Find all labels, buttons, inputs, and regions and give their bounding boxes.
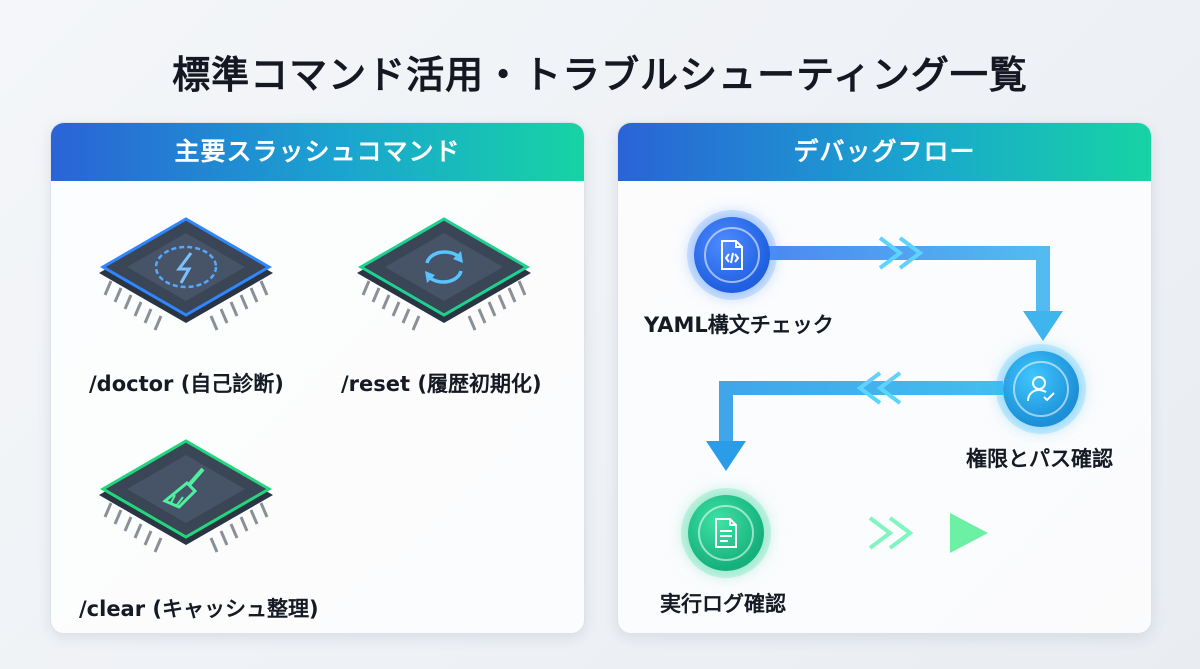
debug-flow-header: デバッグフロー: [618, 123, 1151, 181]
clear-command-label: /clear (キャッシュ整理): [79, 597, 319, 621]
doctor-chip-icon[interactable]: [91, 211, 281, 341]
flow-arrow-1: [768, 246, 1050, 313]
flow-arrows: [706, 236, 1063, 553]
page-title: 標準コマンド活用・トラブルシューティング一覧: [172, 53, 1028, 97]
yaml-check-node[interactable]: [694, 217, 770, 293]
permission-path-node[interactable]: [1003, 351, 1079, 427]
exec-log-label: 実行ログ確認: [660, 592, 786, 616]
yaml-check-label: YAML構文チェック: [644, 313, 834, 337]
user-check-icon: [1027, 376, 1055, 402]
permission-path-label: 権限とパス確認: [966, 447, 1113, 471]
debug-flow-panel: デバッグフロー: [617, 122, 1152, 634]
reset-chip-icon[interactable]: [349, 211, 539, 341]
slash-commands-panel: 主要スラッシュコマンド /doctor (自己診断) /reset (履歴初期化…: [50, 122, 585, 634]
document-icon: [715, 518, 737, 548]
clear-chip-icon[interactable]: [91, 433, 281, 563]
flow-arrow-2: [719, 381, 1003, 443]
reset-command-label: /reset (履歴初期化): [341, 372, 542, 396]
code-file-icon: [721, 240, 743, 270]
slash-commands-header: 主要スラッシュコマンド: [51, 123, 584, 181]
doctor-command-label: /doctor (自己診断): [89, 372, 284, 396]
exec-log-node[interactable]: [688, 495, 764, 571]
